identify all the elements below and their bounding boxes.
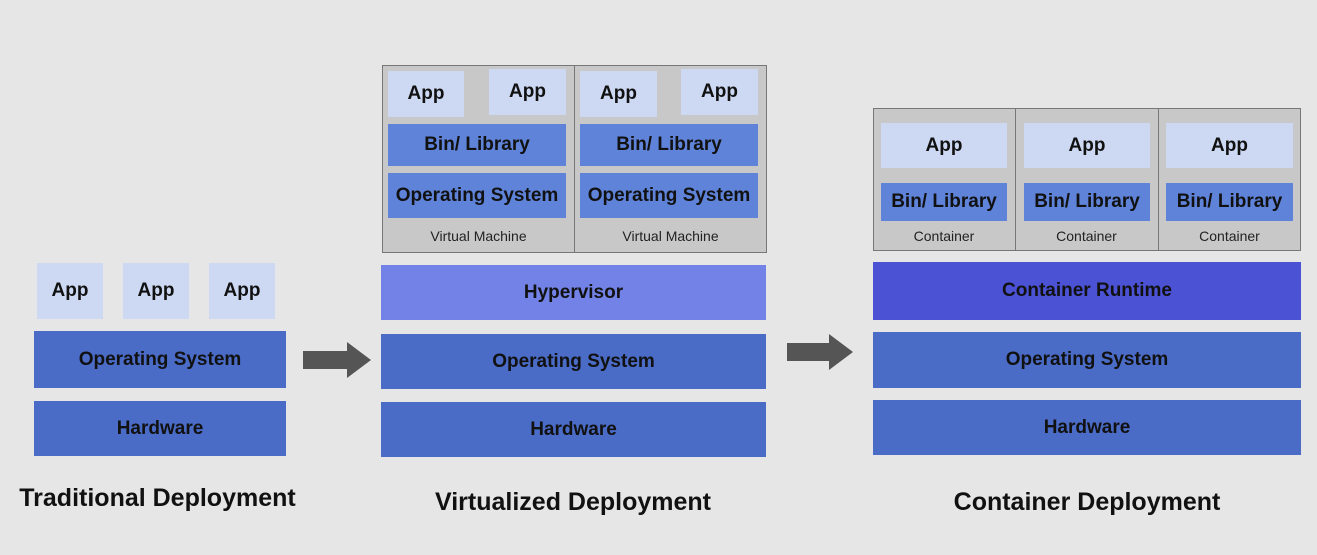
- vm1-operating-system: Operating System: [388, 173, 566, 218]
- traditional-title: Traditional Deployment: [19, 484, 296, 512]
- container-title: Container Deployment: [953, 488, 1221, 516]
- vm1-label: Virtual Machine: [430, 228, 527, 244]
- traditional-os-layer: Operating System: [34, 331, 286, 388]
- traditional-app-3: App: [209, 263, 275, 319]
- vm-divider: [574, 65, 575, 253]
- vm1-app-2: App: [489, 69, 566, 115]
- virtualized-title: Virtualized Deployment: [435, 488, 711, 516]
- container2-label: Container: [1056, 228, 1117, 244]
- traditional-hardware-layer: Hardware: [34, 401, 286, 456]
- container-os-layer: Operating System: [873, 332, 1301, 388]
- traditional-app-2: App: [123, 263, 189, 319]
- virtualized-os-layer: Operating System: [381, 334, 766, 389]
- container-divider-1: [1015, 108, 1016, 251]
- container-divider-2: [1158, 108, 1159, 251]
- container1-label: Container: [913, 228, 975, 244]
- virtualized-hardware-layer: Hardware: [381, 402, 766, 457]
- container3-label: Container: [1199, 228, 1260, 244]
- container2-app: App: [1024, 123, 1150, 168]
- vm1-app-1: App: [388, 71, 464, 117]
- container1-app: App: [881, 123, 1007, 168]
- container3-bin-library: Bin/ Library: [1166, 183, 1293, 221]
- right-arrow-icon: [787, 334, 853, 370]
- vm2-app-2: App: [681, 69, 758, 115]
- container-hardware-layer: Hardware: [873, 400, 1301, 455]
- vm2-app-1: App: [580, 71, 657, 117]
- right-arrow-icon: [303, 342, 371, 378]
- vm2-bin-library: Bin/ Library: [580, 124, 758, 166]
- container2-bin-library: Bin/ Library: [1024, 183, 1150, 221]
- hypervisor-layer: Hypervisor: [381, 265, 766, 320]
- container1-bin-library: Bin/ Library: [881, 183, 1007, 221]
- vm2-label: Virtual Machine: [622, 228, 719, 244]
- vm2-operating-system: Operating System: [580, 173, 758, 218]
- container3-app: App: [1166, 123, 1293, 168]
- traditional-app-1: App: [37, 263, 103, 319]
- container-runtime-layer: Container Runtime: [873, 262, 1301, 320]
- vm1-bin-library: Bin/ Library: [388, 124, 566, 166]
